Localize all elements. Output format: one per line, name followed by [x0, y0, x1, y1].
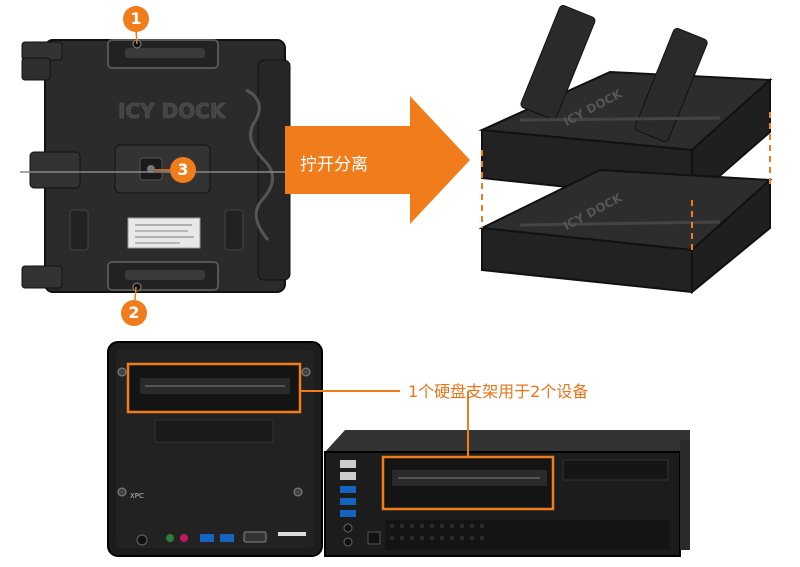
- step-badge-3: 3: [170, 157, 196, 183]
- bracket-lower-separated: ICY DOCK: [478, 168, 773, 295]
- cube-pc-case: XPC: [107, 341, 323, 557]
- right-arrow-icon: [285, 96, 470, 224]
- bracket-upper-separated: ICY DOCK: [478, 5, 773, 203]
- bracket-front-view: ICY DOCK: [20, 29, 291, 301]
- arrow-label: 拧开分离: [300, 155, 368, 175]
- step-badge-2: 2: [121, 300, 147, 326]
- step-badge-1: 1: [123, 6, 149, 32]
- pc-brand: XPC: [130, 492, 144, 500]
- screw-icon: [132, 282, 142, 292]
- slim-desktop-case: [324, 430, 690, 557]
- bracket-logo: ICY DOCK: [118, 99, 227, 123]
- usage-label: 1个硬盘支架用于2个设备: [408, 382, 589, 401]
